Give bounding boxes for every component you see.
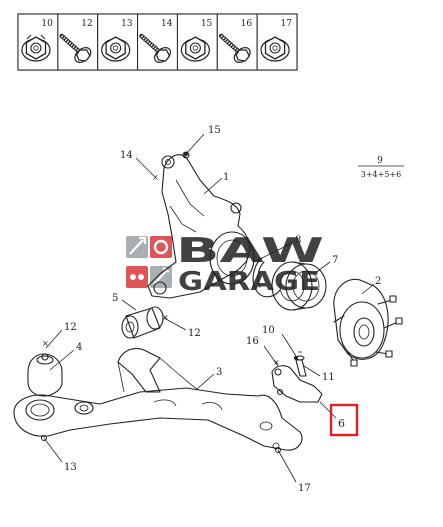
wheel-hub [333,278,403,367]
rear-mount [27,353,63,397]
kit-components: 3+4+5+6 [361,170,401,179]
fastener-number: 13 [121,19,133,29]
fastener-cell: 12 [57,13,99,71]
fastener-cell: 15 [176,13,218,71]
callout-7: 7 [332,255,338,266]
lower-control-arm [13,347,303,451]
fastener-number: 12 [81,19,92,29]
steering-knuckle [147,151,255,299]
fastener-number: 10 [41,19,53,29]
fastener-number: 14 [161,19,173,29]
callout-5: 5 [112,293,118,304]
fastener-table: 10 12 13 14 15 16 17 [17,13,298,71]
callout-leaders: × × × × [41,133,375,483]
svg-text:×: × [162,313,169,322]
kit-number: 9 [377,156,383,166]
callout-10: 10 [262,325,275,336]
fastener-number: 17 [281,19,293,29]
callout-16: 16 [246,336,259,347]
fastener-cell: 10 [17,13,59,71]
arm-bushing [121,306,164,339]
callout-1: 1 [223,172,229,183]
ball-joint [271,351,323,403]
hub-bearing [271,261,327,311]
fastener-cell-border [57,13,99,71]
callout-11: 11 [322,372,335,383]
callout-17: 17 [298,483,311,494]
callout-14: 14 [120,150,133,161]
fastener-cell: 14 [137,13,178,71]
fastener-cell: 17 [256,13,298,71]
fastener-cell: 16 [216,13,258,71]
flange-bolt-icon [139,33,171,63]
svg-text:×: × [42,339,49,348]
flange-bolt-icon [218,33,251,63]
callout-4: 4 [76,342,82,353]
engine-tile-icon [126,266,148,288]
hex-nut-icon [180,36,210,62]
callout-8: 8 [295,235,301,246]
callout-12-mount: 12 [64,322,77,333]
flange-nut-icon [21,34,51,62]
hex-nut-icon [101,36,131,62]
fastener-number: 16 [241,19,253,29]
gear-tile-icon [150,236,172,258]
callout-15: 15 [208,125,221,136]
svg-text:×: × [273,358,280,367]
kit-fraction: 9 3+4+5+6 [358,156,404,179]
fastener-cell: 13 [97,13,139,71]
callout-2: 2 [375,276,381,287]
fastener-number: 15 [201,19,213,29]
hex-nut-icon [260,36,290,62]
callout-13: 13 [64,462,77,473]
callout-12-bushing: 12 [188,328,201,339]
callout-6: 6 [338,417,345,430]
flange-bolt-icon [59,33,92,63]
svg-text:×: × [152,173,159,182]
highlight-box [329,403,359,437]
callout-3: 3 [216,367,222,378]
